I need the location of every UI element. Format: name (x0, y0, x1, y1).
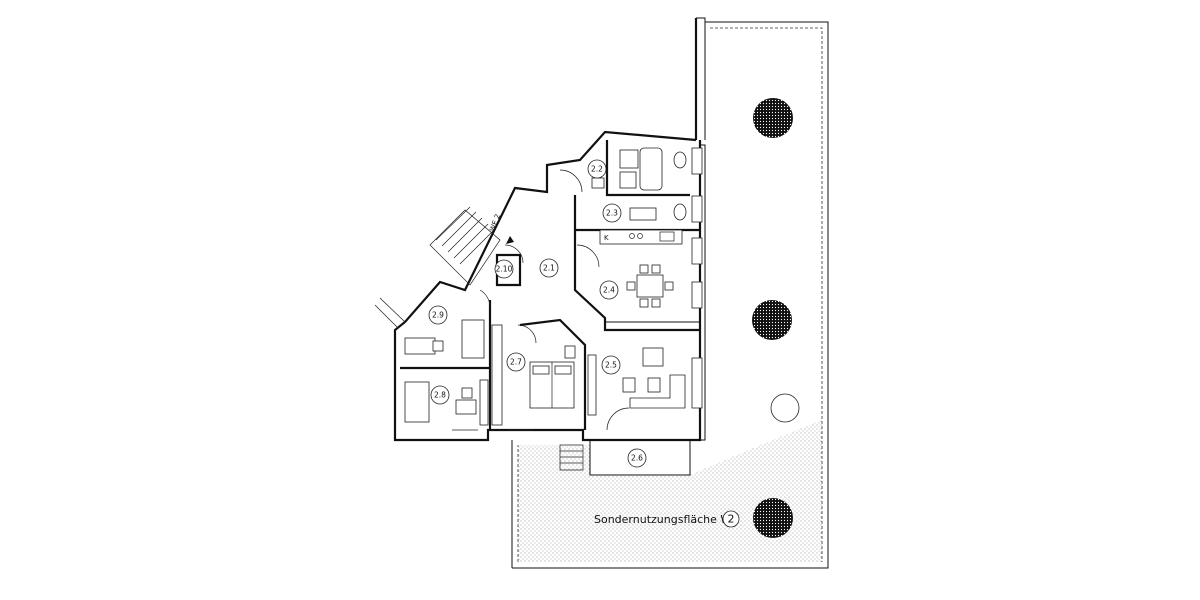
windows-east (691, 147, 703, 409)
bedroom-furniture (404, 379, 489, 426)
special-use-area-fill (518, 420, 822, 562)
round-table-icon (770, 393, 800, 423)
room-marker-2-6: 2.6 (627, 448, 647, 468)
tree-icon (753, 98, 793, 138)
special-use-area-label: Sondernutzungsfläche WE (594, 513, 738, 526)
study-furniture (404, 319, 485, 359)
kitchen-counter: K (599, 207, 683, 245)
room-label: 2.9 (432, 311, 444, 320)
area-number: 2 (728, 513, 735, 526)
terrace (589, 439, 691, 476)
room-marker-2-2: 2.2 (587, 159, 607, 179)
room-marker-2-5: 2.5 (601, 355, 621, 375)
room-label: 2.3 (606, 209, 618, 218)
tree-icon (752, 300, 792, 340)
kitchen-mark: K (604, 234, 609, 242)
area-number-marker: 2 (722, 510, 740, 528)
room-marker-2-4: 2.4 (599, 280, 619, 300)
double-bed (491, 324, 576, 426)
bathroom-fixtures (591, 147, 687, 221)
staircase (374, 206, 584, 471)
room-label: 2.5 (605, 361, 617, 370)
living-room-furniture (587, 347, 686, 416)
room-marker-2-3: 2.3 (602, 203, 622, 223)
room-label: 2.4 (603, 286, 615, 295)
entrance-arrow-icon (506, 236, 514, 244)
room-marker-2-7: 2.7 (506, 352, 526, 372)
room-label: 2.1 (543, 264, 555, 273)
dining-table (626, 264, 674, 308)
room-label: 2.7 (510, 358, 522, 367)
room-marker-2-8: 2.8 (430, 385, 450, 405)
room-marker-2-9: 2.9 (428, 305, 448, 325)
room-marker-2-1: 2.1 (539, 258, 559, 278)
room-label: 2.2 (591, 165, 603, 174)
tree-icon (753, 498, 793, 538)
entrance-label: WE 2 (488, 213, 502, 233)
room-label: 2.10 (496, 265, 513, 274)
room-label: 2.6 (631, 454, 643, 463)
room-marker-2-10: 2.10 (494, 259, 514, 279)
door-swings (452, 169, 630, 431)
room-label: 2.8 (434, 391, 446, 400)
